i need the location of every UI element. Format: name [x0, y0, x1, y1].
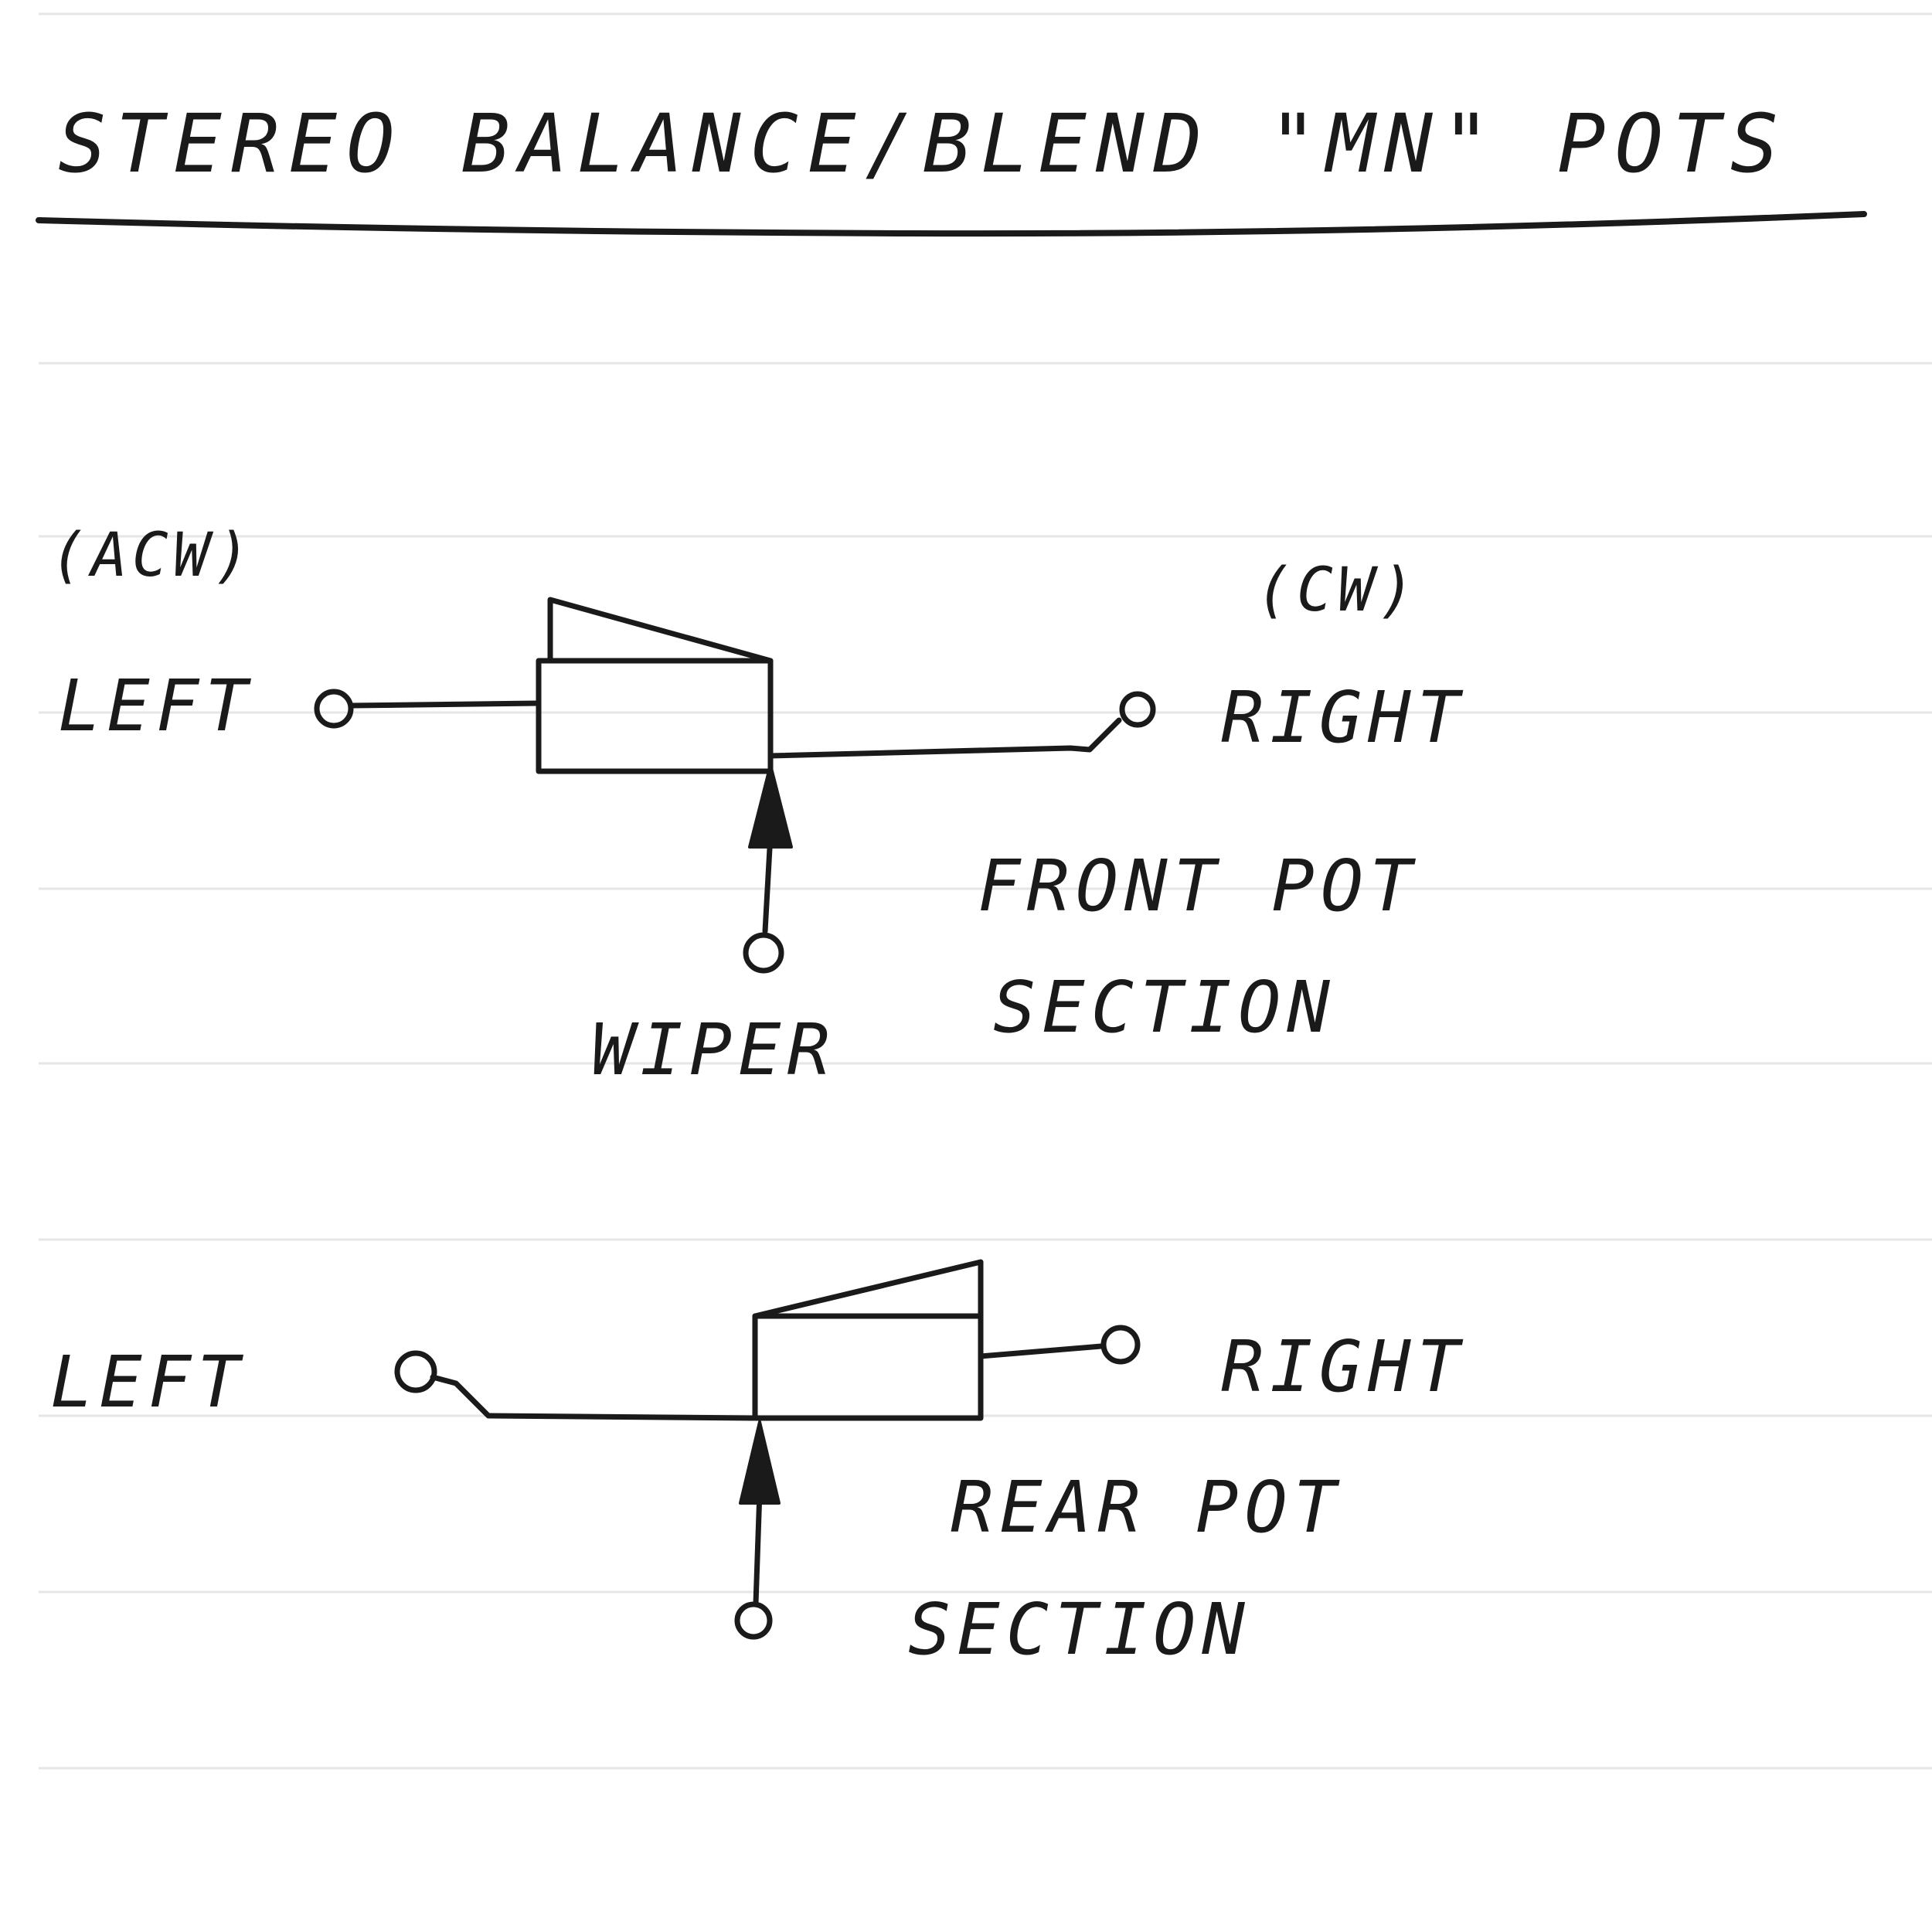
rear-right-label: RIGHT [1221, 1325, 1466, 1408]
rear-pot-body [752, 1313, 984, 1421]
front-pot-section: (ACW) (CW) LEFT RIGHT WIPER FRONT POT SE… [50, 521, 1466, 1091]
rear-caption-line1: REAR POT [951, 1466, 1342, 1549]
rear-left-label: LEFT [50, 1341, 247, 1423]
front-right-terminal [1119, 691, 1156, 728]
front-pot-taper-wedge [547, 597, 774, 664]
front-pot-body [536, 658, 774, 774]
acw-note: (ACW) [50, 521, 255, 590]
front-left-terminal [314, 689, 354, 729]
rear-wiper-terminal [734, 1601, 773, 1640]
front-right-label: RIGHT [1221, 676, 1466, 759]
rear-left-lead [430, 1374, 757, 1421]
cw-note: (CW) [1256, 556, 1420, 625]
paper-rulings [39, 12, 1932, 1770]
rear-wiper-shaft [753, 1488, 763, 1607]
front-right-lead [767, 717, 1122, 759]
rear-caption-line2: SECTION [908, 1588, 1251, 1671]
front-left-label: LEFT [58, 665, 254, 747]
rear-pot-taper-wedge [752, 1259, 984, 1319]
front-caption-line1: FRONT POT [978, 845, 1419, 927]
front-wiper-label: WIPER [591, 1009, 836, 1091]
front-wiper-shaft [762, 832, 774, 934]
rear-right-lead [978, 1343, 1104, 1359]
front-left-lead [349, 700, 540, 709]
rear-left-terminal [394, 1350, 437, 1393]
rear-right-terminal [1100, 1325, 1141, 1365]
page-title: STEREO BALANCE/BLEND "MN" POTS [58, 97, 1787, 191]
title-underline [36, 211, 1867, 237]
front-wiper-terminal [743, 932, 784, 974]
front-caption-line2: SECTION [993, 966, 1336, 1049]
rear-pot-section: LEFT RIGHT REAR POT SECTION [50, 1259, 1466, 1671]
